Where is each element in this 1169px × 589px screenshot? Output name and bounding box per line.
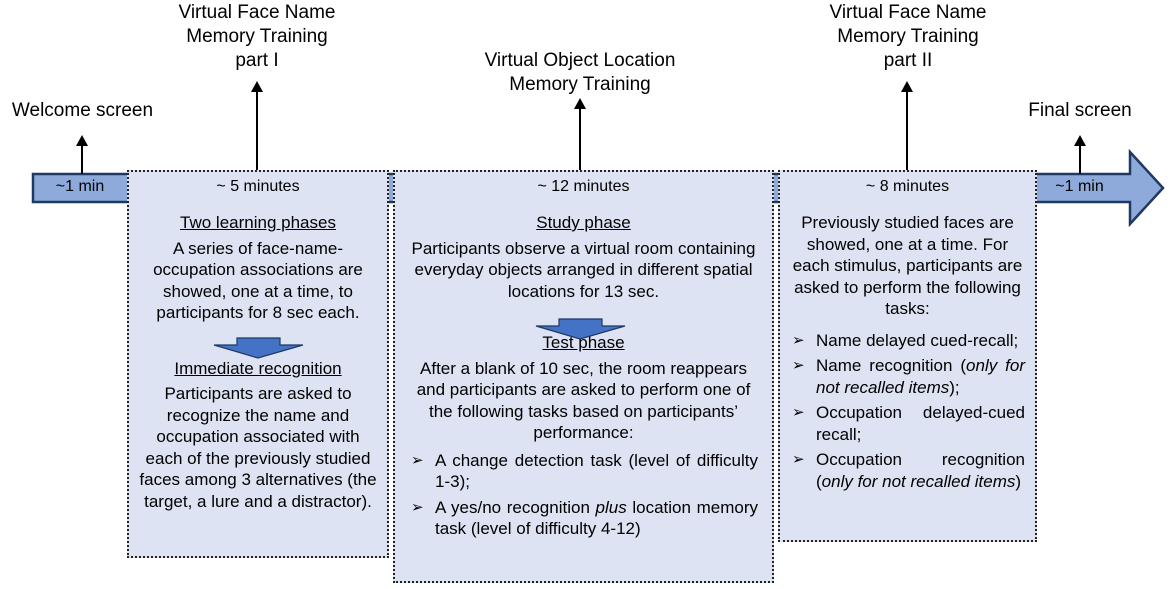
down-arrow-2 xyxy=(535,318,626,340)
face-name-part2-panel: Previously studied faces are showed, one… xyxy=(778,170,1037,542)
object-location-panel: Study phase Participants observe a virtu… xyxy=(393,170,774,583)
learning-phase-text: A series of face-name-occupation associa… xyxy=(153,238,363,323)
face-name-part1-arrow xyxy=(251,81,263,174)
face-name-part1-label: Virtual Face Name Memory Training part I xyxy=(178,2,336,71)
face-name-part2-arrow xyxy=(901,81,913,174)
study-phase-text: Participants observe a virtual room cont… xyxy=(411,238,756,301)
recall-tasks-list: Name delayed cued-recall; Name recogniti… xyxy=(790,330,1025,493)
list-item: Name recognition (only for not recalled … xyxy=(790,355,1025,398)
final-arrow xyxy=(1074,135,1086,174)
face-name-part1-panel: Two learning phases A series of face-nam… xyxy=(127,170,389,558)
object-location-arrow xyxy=(574,98,586,174)
test-tasks-list: A change detection task (level of diffic… xyxy=(409,450,758,540)
duration-welcome: ~1 min xyxy=(55,178,105,195)
two-learning-phases-heading: Two learning phases xyxy=(180,213,336,232)
face-name-part2-label: Virtual Face Name Memory Training part I… xyxy=(829,2,987,71)
list-item: Occupation delayed-cued recall; xyxy=(790,402,1025,445)
test-phase-text: After a blank of 10 sec, the room reappe… xyxy=(416,358,751,443)
welcome-arrow xyxy=(76,135,88,174)
list-item: A yes/no recognition plus location memor… xyxy=(409,497,758,540)
duration-object-location: ~ 12 minutes xyxy=(537,178,630,195)
list-item: Name delayed cued-recall; xyxy=(790,330,1025,352)
list-item: Occupation recognition (only for not rec… xyxy=(790,449,1025,492)
duration-face-name-1: ~ 5 minutes xyxy=(216,178,300,195)
immediate-recognition-text: Participants are asked to recognize the … xyxy=(139,384,377,511)
test-phase-heading: Test phase xyxy=(542,333,625,352)
list-item: A change detection task (level of diffic… xyxy=(409,450,758,493)
duration-final: ~1 min xyxy=(1055,178,1104,195)
duration-face-name-2: ~ 8 minutes xyxy=(865,178,950,195)
recall-intro-text: Previously studied faces are showed, one… xyxy=(792,213,1023,318)
welcome-screen-label: Welcome screen xyxy=(11,100,154,121)
study-phase-heading: Study phase xyxy=(536,213,631,232)
final-screen-label: Final screen xyxy=(1028,100,1132,121)
down-arrow-1 xyxy=(213,337,304,359)
immediate-recognition-heading: Immediate recognition xyxy=(174,358,342,378)
object-location-label: Virtual Object Location Memory Training xyxy=(484,50,676,95)
